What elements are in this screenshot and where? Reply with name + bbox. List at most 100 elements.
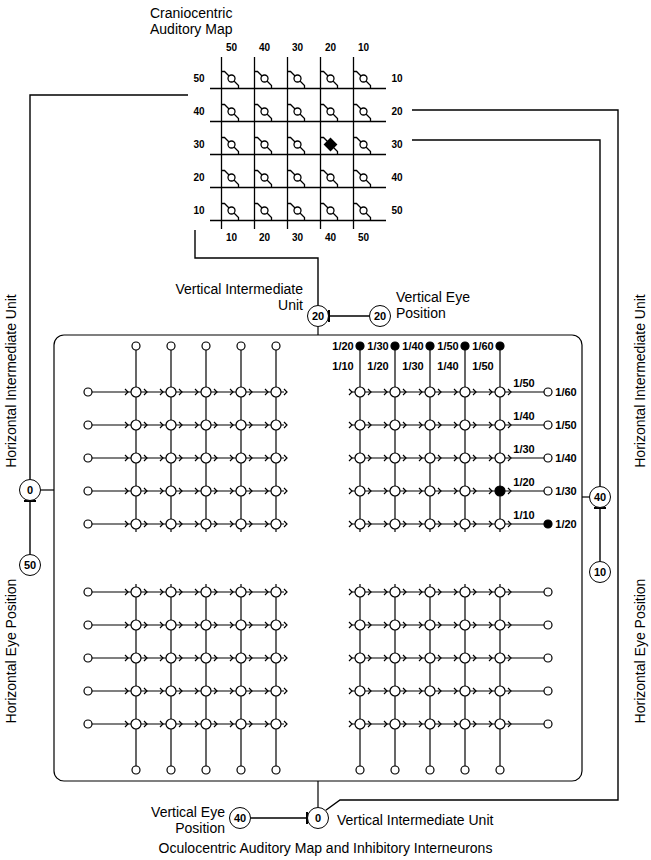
map-wire	[210, 88, 386, 89]
row-wire	[352, 723, 548, 724]
row-input-neuron	[544, 720, 552, 728]
map-neuron	[360, 174, 367, 181]
interneuron	[495, 387, 505, 397]
interneuron	[390, 420, 400, 430]
interneuron	[355, 587, 365, 597]
column-wire	[240, 346, 241, 532]
row-wire	[88, 424, 284, 425]
map-neuron	[360, 207, 367, 214]
column-wire	[464, 346, 465, 532]
interneuron	[271, 519, 281, 529]
connector-line	[29, 501, 30, 554]
unit-input	[41, 489, 54, 490]
row-wire	[352, 523, 548, 524]
interneuron	[355, 653, 365, 663]
interneuron	[355, 387, 365, 397]
row-input-neuron	[544, 421, 552, 429]
axis-number: 30	[193, 139, 204, 151]
interneuron	[166, 653, 176, 663]
interneuron	[355, 453, 365, 463]
interneuron	[271, 420, 281, 430]
column-input-neuron	[237, 342, 245, 350]
interneuron	[460, 420, 470, 430]
cell-link	[222, 105, 239, 122]
unit-value: 0	[315, 813, 321, 824]
weight-fraction: 1/30	[402, 360, 423, 373]
weight-fraction: 1/40	[555, 452, 576, 465]
column-input-neuron	[132, 766, 140, 774]
row-input-neuron	[544, 687, 552, 695]
connector	[594, 508, 606, 561]
weight-fraction: 1/40	[402, 340, 423, 353]
unit-heading: Vertical Intermediate Unit	[173, 281, 303, 313]
interneuron	[236, 486, 246, 496]
column-wire	[499, 346, 500, 532]
column-input-neuron	[496, 766, 504, 774]
interneuron	[460, 587, 470, 597]
axis-number: 20	[325, 42, 336, 54]
interneuron	[166, 420, 176, 430]
interneuron	[131, 686, 141, 696]
interneuron	[495, 587, 505, 597]
map-neuron	[294, 108, 301, 115]
interneuron	[495, 653, 505, 663]
interneuron	[166, 486, 176, 496]
unit-circle: Horizontal Eye Position10	[589, 561, 611, 583]
cell-link	[354, 72, 371, 89]
connector	[24, 501, 36, 554]
cell-link	[222, 72, 239, 89]
row-wire	[352, 624, 548, 625]
row-input-neuron	[84, 654, 92, 662]
row-wire	[88, 591, 284, 592]
interneuron	[271, 387, 281, 397]
weight-fraction: 1/50	[513, 377, 534, 390]
interneuron	[201, 387, 211, 397]
row-input-neuron	[544, 621, 552, 629]
column-input-neuron	[202, 342, 210, 350]
interneuron	[201, 719, 211, 729]
connector-line	[251, 817, 307, 818]
connector-line	[326, 110, 618, 810]
interneuron	[425, 453, 435, 463]
weight-fraction: 1/30	[555, 485, 576, 498]
interneuron	[460, 719, 470, 729]
interneuron	[355, 486, 365, 496]
axis-number: 30	[292, 232, 303, 244]
interneuron	[236, 453, 246, 463]
interneuron	[166, 453, 176, 463]
unit-value: 50	[24, 560, 36, 571]
interneuron	[425, 620, 435, 630]
interneuron	[460, 519, 470, 529]
unit-value: 10	[594, 567, 606, 578]
row-wire	[352, 657, 548, 658]
column-input-neuron	[202, 766, 210, 774]
map-neuron	[261, 207, 268, 214]
interneuron	[495, 686, 505, 696]
interneuron	[201, 686, 211, 696]
weight-fraction: 1/50	[437, 340, 458, 353]
axis-number: 10	[358, 42, 369, 54]
cell-link	[288, 171, 305, 188]
weight-fraction: 1/20	[367, 360, 388, 373]
interneuron	[495, 620, 505, 630]
unit-value: 20	[312, 311, 324, 322]
unit-value: 0	[27, 485, 33, 496]
unit-circle: Vertical Intermediate Unit20	[307, 305, 329, 327]
interneuron	[236, 587, 246, 597]
interneuron	[390, 519, 400, 529]
interneuron	[460, 620, 470, 630]
interneuron	[355, 519, 365, 529]
interneuron	[390, 686, 400, 696]
axis-number: 10	[391, 73, 402, 85]
column-wire	[464, 584, 465, 770]
map-wire	[210, 121, 386, 122]
connector-line	[329, 315, 369, 316]
interneuron	[271, 453, 281, 463]
interneuron	[271, 587, 281, 597]
interneuron	[390, 486, 400, 496]
interneuron	[271, 719, 281, 729]
axis-number: 40	[325, 232, 336, 244]
